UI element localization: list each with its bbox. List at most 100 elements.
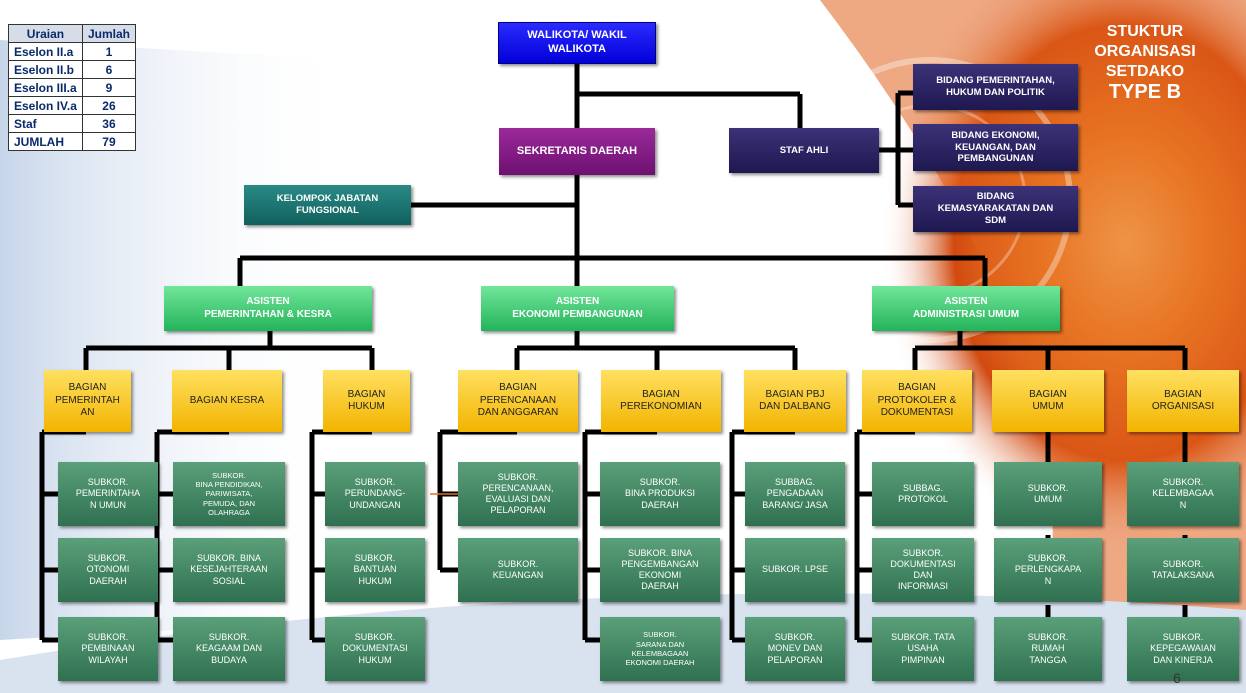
node-bagian-pbj[interactable]: BAGIAN PBJ DAN DALBANG	[744, 370, 846, 432]
node-label: BAGIAN PEMERINTAH AN	[55, 382, 120, 419]
node-label: SUBKOR. PERLENGKAPA N	[1014, 553, 1082, 586]
node-label: BAGIAN KESRA	[189, 394, 265, 406]
table-cell-value: 1	[81, 42, 136, 61]
node-subkor[interactable]: SUBKOR. BINA PENGEMBANGAN EKONOMI DAERAH	[600, 538, 720, 602]
node-bidang-ekonomi[interactable]: BIDANG EKONOMI, KEUANGAN, DAN PEMBANGUNA…	[913, 124, 1078, 171]
node-bagian-hukum[interactable]: BAGIAN HUKUM	[323, 370, 410, 432]
node-label: SUBKOR. MONEV DAN PELAPORAN	[767, 632, 823, 665]
title-main: STUKTUR ORGANISASI SETDAKO	[1094, 23, 1196, 80]
node-subkor[interactable]: SUBKOR. BINA PENDIDIKAN, PARIWISATA, PEM…	[173, 462, 285, 526]
node-subkor[interactable]: SUBKOR. TATALAKSANA	[1127, 538, 1239, 602]
node-label: SUBKOR. PEMBINAAN WILAYAH	[81, 632, 135, 665]
node-label: SUBKOR. PERUNDANG- UNDANGAN	[344, 477, 406, 510]
node-kelompok-jabatan-fungsional[interactable]: KELOMPOK JABATAN FUNGSIONAL	[244, 185, 411, 225]
node-label: BAGIAN PROTOKOLER & DOKUMENTASI	[877, 382, 957, 419]
page-number: 6	[1173, 670, 1181, 686]
node-subkor[interactable]: SUBKOR. BINA PRODUKSI DAERAH	[600, 462, 720, 526]
node-label: SUBKOR. BINA KESEJAHTERAAN SOSIAL	[190, 553, 268, 586]
summary-header-jumlah: Jumlah	[81, 24, 136, 43]
node-label: SUBKOR. RUMAH TANGGA	[1027, 632, 1069, 665]
node-subkor[interactable]: SUBKOR. UMUM	[994, 462, 1102, 526]
node-subkor[interactable]: SUBKOR. KEPEGAWAIAN DAN KINERJA	[1127, 617, 1239, 681]
node-label: WALIKOTA/ WAKIL WALIKOTA	[527, 29, 627, 55]
node-subkor[interactable]: SUBKOR. MONEV DAN PELAPORAN	[745, 617, 845, 681]
node-subkor[interactable]: SUBBAG. PROTOKOL	[872, 462, 974, 526]
node-subkor[interactable]: SUBKOR. DOKUMENTASI DAN INFORMASI	[872, 538, 974, 602]
node-label: BAGIAN ORGANISASI	[1151, 388, 1215, 413]
node-label: BAGIAN PEREKONOMIAN	[620, 388, 702, 413]
node-label: ASISTEN EKONOMI PEMBANGUNAN	[512, 296, 643, 320]
table-row: JUMLAH 79	[8, 132, 136, 151]
node-label: KELOMPOK JABATAN FUNGSIONAL	[276, 193, 379, 216]
node-subkor[interactable]: SUBKOR. KEAGAAM DAN BUDAYA	[173, 617, 285, 681]
node-subkor[interactable]: SUBKOR. OTONOMI DAERAH	[58, 538, 158, 602]
node-bagian-protokoler[interactable]: BAGIAN PROTOKOLER & DOKUMENTASI	[862, 370, 972, 432]
chart-title: STUKTUR ORGANISASI SETDAKO TYPE B	[1082, 22, 1208, 102]
table-cell-label: Eselon II.b	[8, 60, 83, 79]
node-label: SUBKOR. LPSE	[761, 564, 829, 575]
node-label: ASISTEN ADMINISTRASI UMUM	[912, 296, 1020, 320]
node-label: SUBBAG. PROTOKOL	[898, 482, 948, 504]
node-bagian-kesra[interactable]: BAGIAN KESRA	[172, 370, 282, 432]
node-label: SUBKOR. SARANA DAN KELEMBAGAAN EKONOMI D…	[625, 630, 695, 668]
node-label: SUBKOR. DOKUMENTASI HUKUM	[342, 632, 408, 665]
node-label: SUBKOR. BINA PRODUKSI DAERAH	[624, 477, 696, 510]
summary-header-row: Uraian Jumlah	[8, 24, 136, 43]
table-cell-label: Staf	[8, 114, 83, 133]
node-label: SUBKOR. DOKUMENTASI DAN INFORMASI	[890, 547, 956, 592]
table-cell-label: Eselon IV.a	[8, 96, 83, 115]
table-cell-label: Eselon III.a	[8, 78, 83, 97]
node-label: SUBKOR. TATALAKSANA	[1151, 558, 1215, 580]
node-subkor[interactable]: SUBKOR. PEMBINAAN WILAYAH	[58, 617, 158, 681]
table-row: Eselon II.b 6	[8, 60, 136, 79]
node-bagian-pemerintahan[interactable]: BAGIAN PEMERINTAH AN	[44, 370, 131, 432]
node-subkor[interactable]: SUBKOR. BINA KESEJAHTERAAN SOSIAL	[173, 538, 285, 602]
node-label: SUBBAG. PENGADAAN BARANG/ JASA	[762, 477, 828, 510]
node-subkor[interactable]: SUBKOR. SARANA DAN KELEMBAGAAN EKONOMI D…	[600, 617, 720, 681]
node-asisten-ekonomi[interactable]: ASISTEN EKONOMI PEMBANGUNAN	[481, 286, 674, 331]
table-row: Staf 36	[8, 114, 136, 133]
node-label: BAGIAN UMUM	[1029, 388, 1067, 413]
node-bagian-organisasi[interactable]: BAGIAN ORGANISASI	[1127, 370, 1239, 432]
node-bidang-pemerintahan[interactable]: BIDANG PEMERINTAHAN, HUKUM DAN POLITIK	[913, 64, 1078, 110]
table-row: Eselon II.a 1	[8, 42, 136, 61]
node-subkor[interactable]: SUBKOR. BANTUAN HUKUM	[325, 538, 425, 602]
node-label: SEKRETARIS DAERAH	[516, 144, 638, 157]
node-label: BIDANG KEMASYARAKATAN DAN SDM	[937, 191, 1054, 226]
node-staf-ahli[interactable]: STAF AHLI	[729, 128, 879, 173]
node-asisten-pemerintahan[interactable]: ASISTEN PEMERINTAHAN & KESRA	[164, 286, 372, 331]
node-subkor[interactable]: SUBKOR. KELEMBAGAA N	[1127, 462, 1239, 526]
node-bagian-perekonomian[interactable]: BAGIAN PEREKONOMIAN	[601, 370, 721, 432]
node-walikota[interactable]: WALIKOTA/ WAKIL WALIKOTA	[498, 22, 656, 64]
node-label: SUBKOR. KEPEGAWAIAN DAN KINERJA	[1150, 632, 1216, 665]
table-cell-value: 6	[81, 60, 136, 79]
node-subkor[interactable]: SUBKOR. LPSE	[745, 538, 845, 602]
table-row: Eselon IV.a 26	[8, 96, 136, 115]
node-subkor[interactable]: SUBKOR. KEUANGAN	[458, 538, 578, 602]
node-subkor[interactable]: SUBBAG. PENGADAAN BARANG/ JASA	[745, 462, 845, 526]
node-subkor[interactable]: SUBKOR. DOKUMENTASI HUKUM	[325, 617, 425, 681]
table-cell-value: 9	[81, 78, 136, 97]
table-cell-value: 79	[81, 132, 136, 151]
node-label: SUBKOR. BINA PENGEMBANGAN EKONOMI DAERAH	[621, 547, 699, 592]
node-bagian-umum[interactable]: BAGIAN UMUM	[992, 370, 1104, 432]
node-subkor[interactable]: SUBKOR. PERUNDANG- UNDANGAN	[325, 462, 425, 526]
node-label: BIDANG PEMERINTAHAN, HUKUM DAN POLITIK	[936, 75, 1055, 98]
node-label: SUBKOR. UMUM	[1027, 482, 1069, 504]
node-bagian-perencanaan[interactable]: BAGIAN PERENCANAAN DAN ANGGARAN	[458, 370, 578, 432]
node-label: SUBKOR. TATA USAHA PIMPINAN	[891, 632, 955, 665]
node-label: SUBKOR. KELEMBAGAA N	[1152, 477, 1214, 510]
node-subkor[interactable]: SUBKOR. PEMERINTAHA N UMUN	[58, 462, 158, 526]
node-bidang-kemasyarakatan[interactable]: BIDANG KEMASYARAKATAN DAN SDM	[913, 186, 1078, 232]
node-sekretaris-daerah[interactable]: SEKRETARIS DAERAH	[499, 128, 655, 175]
table-row: Eselon III.a 9	[8, 78, 136, 97]
node-subkor[interactable]: SUBKOR. PERLENGKAPA N	[994, 538, 1102, 602]
node-label: SUBKOR. BANTUAN HUKUM	[353, 553, 397, 586]
node-subkor[interactable]: SUBKOR. RUMAH TANGGA	[994, 617, 1102, 681]
table-cell-value: 36	[81, 114, 136, 133]
node-label: SUBKOR. KEUANGAN	[492, 558, 544, 580]
node-label: BIDANG EKONOMI, KEUANGAN, DAN PEMBANGUNA…	[951, 129, 1040, 165]
node-asisten-administrasi[interactable]: ASISTEN ADMINISTRASI UMUM	[872, 286, 1060, 331]
node-subkor[interactable]: SUBKOR. PERENCANAAN, EVALUASI DAN PELAPO…	[458, 462, 578, 526]
node-subkor[interactable]: SUBKOR. TATA USAHA PIMPINAN	[872, 617, 974, 681]
